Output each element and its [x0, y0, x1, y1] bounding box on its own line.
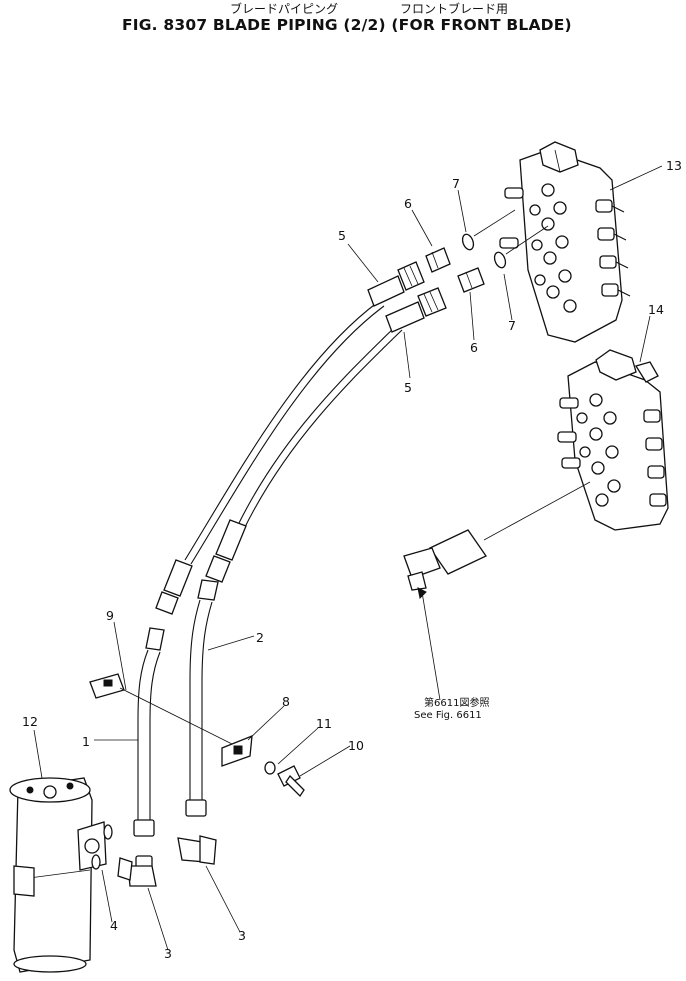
leader-lines	[33, 165, 663, 951]
clamp-9-leader	[119, 687, 233, 745]
control-valve-13	[499, 141, 631, 343]
callout-14: 14	[648, 302, 664, 317]
reference-jp: 第6611図参照	[424, 696, 489, 709]
title-jp-left: ブレードパイピング	[230, 2, 339, 16]
callout-6-upper: 6	[404, 196, 412, 211]
hose-upper	[184, 301, 385, 565]
hose-end-fitting-right-bottom	[205, 519, 247, 583]
control-valve-14	[557, 349, 669, 531]
callout-9: 9	[106, 608, 114, 623]
clamp-9	[89, 673, 125, 699]
hose-end-fitting-lower	[385, 287, 447, 333]
washer-11	[264, 761, 276, 775]
callout-3-right: 3	[238, 928, 246, 943]
elbow-3-left	[117, 855, 157, 887]
callout-11: 11	[316, 716, 332, 731]
callout-13: 13	[666, 158, 682, 173]
page-title: FIG. 8307 BLADE PIPING (2/2) (FOR FRONT …	[122, 16, 572, 34]
title-block: ブレードパイピング フロントブレード用 FIG. 8307 BLADE PIPI…	[0, 0, 686, 40]
callout-7-lower: 7	[508, 318, 516, 333]
adapter-6-upper	[425, 247, 451, 273]
callout-3-left: 3	[164, 946, 172, 961]
swivel-joint-12	[9, 777, 107, 973]
figure-reference: 第6611図参照 See Fig. 6611	[414, 696, 489, 721]
elbow-3-right	[177, 835, 217, 865]
o-ring-4	[91, 854, 101, 870]
callout-4: 4	[110, 918, 118, 933]
callout-5-upper: 5	[338, 228, 346, 243]
clamp-8	[221, 734, 253, 767]
callout-10: 10	[348, 738, 364, 753]
hose-end-fitting-left-bottom	[155, 559, 193, 615]
pipe-2	[185, 579, 219, 817]
bolt-10	[277, 765, 305, 798]
hose-end-fitting-upper	[367, 261, 425, 307]
valve-ref-6611	[403, 481, 591, 701]
callout-1: 1	[82, 734, 90, 749]
reference-en: See Fig. 6611	[414, 710, 482, 721]
adapter-6-lower	[457, 267, 485, 293]
o-ring-7-lower	[493, 251, 507, 269]
hose-lower	[237, 325, 403, 530]
callout-12: 12	[22, 714, 38, 729]
callout-7-upper: 7	[452, 176, 460, 191]
callout-numbers: 13 14 5 6 7 7 6 5 9 1 2 8 11 10 12 4 3 3	[22, 158, 682, 961]
callout-6-lower: 6	[470, 340, 478, 355]
o-ring-4b	[103, 824, 113, 840]
callout-2: 2	[256, 630, 264, 645]
pipe-1	[133, 627, 165, 837]
callout-5-lower: 5	[404, 380, 412, 395]
o-ring-7-upper	[461, 233, 475, 251]
callout-8: 8	[282, 694, 290, 709]
title-jp-right: フロントブレード用	[400, 2, 509, 16]
